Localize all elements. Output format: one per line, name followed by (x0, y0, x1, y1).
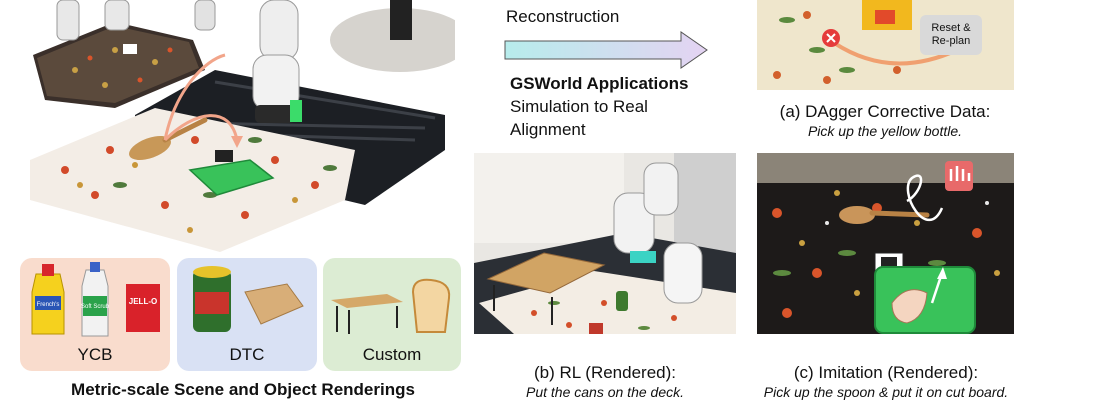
panel-c-image (757, 153, 1014, 334)
panel-a-title: (a) DAgger Corrective Data: (779, 102, 991, 121)
panel-c-subtitle: Pick up the spoon & put it on cut board. (763, 384, 1009, 400)
panel-c-title: (c) Imitation (Rendered): (793, 363, 979, 382)
ycb-objects-image: French's Soft Scrub JELL-O (31, 262, 160, 337)
ycb-label: YCB (77, 345, 113, 364)
reset-line1: Reset & (931, 22, 971, 34)
ycb-card: French's Soft Scrub JELL-O YCB (20, 258, 170, 371)
applications-line1: Simulation to Real (510, 97, 648, 116)
panel-a-image: Reset & Re-plan (757, 0, 1014, 90)
panel-b-title: (b) RL (Rendered): (533, 363, 677, 382)
applications-title: GSWorld Applications (510, 74, 689, 93)
dtc-card: DTC (177, 258, 317, 371)
dtc-label: DTC (229, 345, 265, 364)
panel-b-image (474, 153, 736, 334)
soft-scrub-label: Soft Scrub (81, 304, 110, 310)
custom-objects-image (331, 278, 451, 334)
reset-replan-button: Reset & Re-plan (920, 15, 982, 55)
reconstruction-text-clipped: Reconstruction (506, 7, 620, 26)
mustard-label: French's (37, 302, 60, 308)
applications-line2: Alignment (510, 120, 586, 139)
left-caption: Metric-scale Scene and Object Renderings (71, 380, 415, 399)
custom-card: Custom (323, 258, 461, 371)
jello-label: JELL-O (129, 297, 157, 306)
robot-scene-image (15, 0, 455, 258)
reset-line2: Re-plan (931, 35, 971, 47)
panel-a-subtitle: Pick up the yellow bottle. (807, 123, 963, 139)
custom-label: Custom (362, 345, 422, 364)
dtc-objects-image (193, 266, 304, 332)
right-arrow (504, 31, 708, 69)
panel-b-subtitle: Put the cans on the deck. (526, 384, 684, 400)
